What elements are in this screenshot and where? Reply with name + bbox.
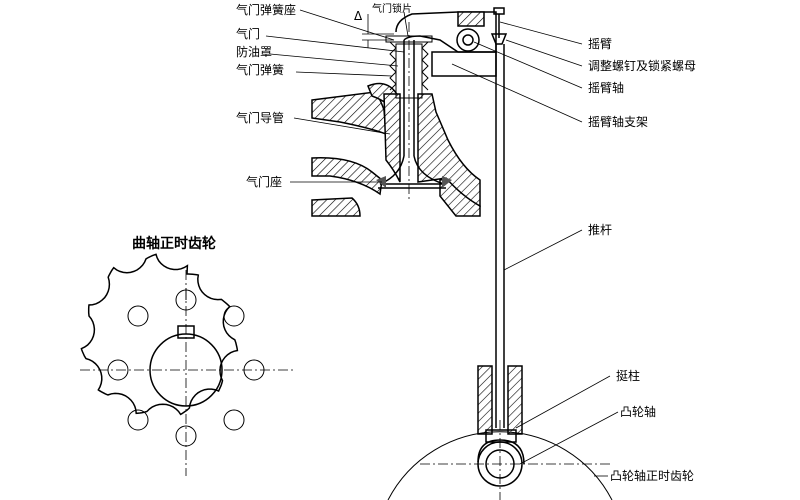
leader-lines bbox=[265, 9, 619, 477]
tappet bbox=[477, 365, 523, 443]
labels: 气门弹簧座 气门 防油罩 气门弹簧 气门导管 气门座 气门锁片 Δ 摇臂 调整螺… bbox=[132, 2, 696, 483]
cam-gear-icon bbox=[387, 431, 613, 500]
label-valve-spring: 气门弹簧 bbox=[236, 62, 284, 77]
label-valve: 气门 bbox=[236, 26, 260, 41]
label-rocker-shaft: 摇臂轴 bbox=[588, 80, 624, 95]
label-push-rod: 推杆 bbox=[588, 223, 612, 237]
label-clearance: Δ bbox=[354, 9, 363, 23]
label-rocker-arm: 摇臂 bbox=[588, 37, 612, 51]
label-cam-timing-gear: 凸轮轴正时齿轮 bbox=[610, 468, 694, 483]
label-tappet: 挺柱 bbox=[616, 368, 640, 383]
label-valve-lock: 气门锁片 bbox=[372, 2, 412, 15]
label-rocker-bracket: 摇臂轴支架 bbox=[588, 114, 648, 129]
camshaft bbox=[420, 420, 610, 500]
cam-timing-gear bbox=[387, 431, 613, 500]
label-valve-seat: 气门座 bbox=[246, 174, 282, 189]
label-camshaft: 凸轮轴 bbox=[620, 404, 656, 419]
valve-guide-body bbox=[383, 93, 481, 208]
push-rod bbox=[495, 44, 505, 428]
label-valve-guide: 气门导管 bbox=[236, 110, 284, 125]
label-crank-timing-gear: 曲轴正时齿轮 bbox=[132, 235, 216, 252]
crank-timing-gear bbox=[80, 253, 296, 476]
adjust-screw bbox=[490, 7, 508, 45]
label-oil-shield: 防油罩 bbox=[236, 44, 272, 59]
label-valve-spring-seat: 气门弹簧座 bbox=[236, 2, 296, 17]
label-adjust-screw: 调整螺钉及锁紧螺母 bbox=[588, 58, 696, 73]
crank-gear-icon bbox=[80, 253, 239, 416]
